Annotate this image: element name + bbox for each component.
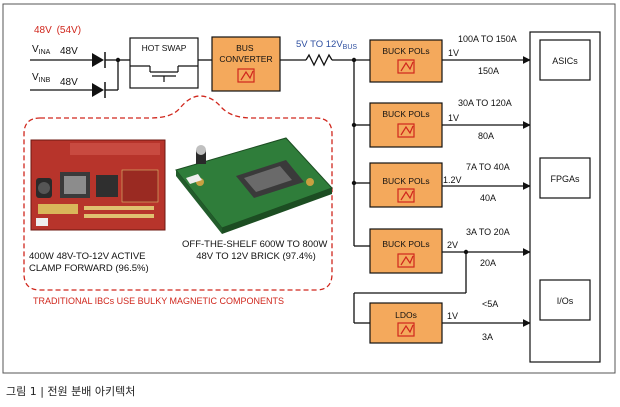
ltc-logo-icon — [397, 322, 415, 337]
rail-current-1: 150A — [478, 66, 499, 76]
ltc-logo-icon — [397, 188, 415, 203]
asics-label: ASICs — [552, 56, 578, 66]
asics-box — [539, 39, 591, 81]
rail-voltage-4: 2V — [447, 240, 458, 250]
ldo-label: LDOs — [395, 310, 417, 320]
rail-current-2: 80A — [478, 131, 494, 141]
hot-swap-label: HOT SWAP — [142, 43, 187, 53]
ios-label: I/Os — [557, 296, 574, 306]
rail-range-4: 3A TO 20A — [466, 227, 510, 237]
rail-range-5: <5A — [482, 299, 498, 309]
vina-label: VINA — [32, 44, 51, 56]
fpgas-label: FPGAs — [550, 174, 580, 184]
ltc-logo-icon — [237, 68, 255, 83]
figure-caption: 그림 1 | 전원 분배 아키텍처 — [6, 385, 136, 398]
ios-box — [539, 279, 591, 321]
traditional-ibc-callout — [23, 95, 333, 291]
buck-pol-label-4: BUCK POLs — [382, 239, 429, 249]
buck-pol-label-2: BUCK POLs — [382, 109, 429, 119]
brick-board-photo — [175, 137, 333, 234]
buck-pol-label-1: BUCK POLs — [382, 46, 429, 56]
buck-pol-block-2 — [369, 102, 443, 148]
buck-pol-block-3 — [369, 162, 443, 208]
ltc-logo-icon — [397, 59, 415, 74]
bus-converter-label: BUS CONVERTER — [219, 43, 272, 64]
active-clamp-board-photo — [30, 139, 166, 231]
vina-value: 48V — [60, 46, 78, 57]
rail-voltage-2: 1V — [448, 113, 459, 123]
traditional-note: TRADITIONAL IBCs USE BULKY MAGNETIC COMP… — [33, 296, 284, 306]
buck-pol-block-1 — [369, 39, 443, 83]
rail-current-5: 3A — [482, 332, 493, 342]
mosfet-icon — [130, 65, 198, 82]
right-board-caption: OFF-THE-SHELF 600W TO 800W 48V TO 12V BR… — [182, 239, 330, 262]
buck-pol-label-3: BUCK POLs — [382, 176, 429, 186]
vinb-value: 48V — [60, 77, 78, 88]
buck-pol-block-4 — [369, 228, 443, 274]
ltc-logo-icon — [397, 253, 415, 268]
vinb-label: VINB — [32, 72, 51, 84]
resistor-icon — [305, 53, 333, 67]
rail-voltage-3: 1.2V — [443, 175, 462, 185]
rail-current-3: 40A — [480, 193, 496, 203]
ltc-logo-icon — [397, 123, 415, 138]
rail-current-4: 20A — [480, 258, 496, 268]
rail-voltage-5: 1V — [447, 311, 458, 321]
rail-range-1: 100A TO 150A — [458, 34, 517, 44]
rail-range-3: 7A TO 40A — [466, 162, 510, 172]
bus-voltage-label: 5V TO 12VBUS — [296, 39, 357, 51]
rail-range-2: 30A TO 120A — [458, 98, 512, 108]
input-headline: 48V (54V) — [34, 25, 81, 36]
left-board-caption: 400W 48V-TO-12V ACTIVE CLAMP FORWARD (96… — [29, 251, 149, 274]
rail-voltage-1: 1V — [448, 48, 459, 58]
fpgas-box — [539, 157, 591, 199]
